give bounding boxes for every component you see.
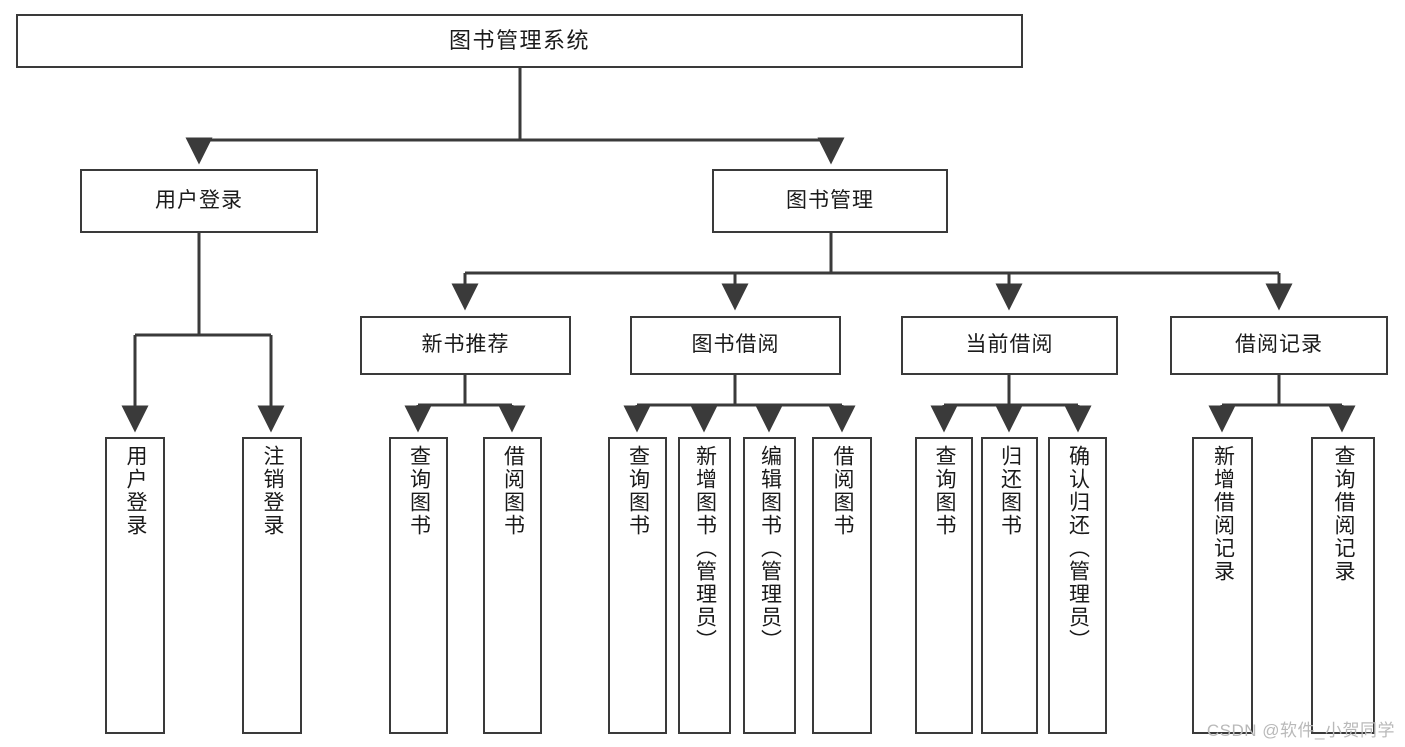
node-new-book-recommend[interactable]: 新书推荐	[360, 316, 571, 375]
leaf-book-borrow-borrow-book[interactable]: 借阅图书	[812, 437, 872, 734]
node-label: 查询图书	[407, 445, 431, 537]
node-label: 查询图书	[933, 445, 957, 537]
leaf-borrow-record-query-record[interactable]: 查询借阅记录	[1311, 437, 1375, 734]
leaf-book-borrow-add-book-admin[interactable]: 新增图书（管理员）	[678, 437, 731, 734]
leaf-current-borrow-return-book[interactable]: 归还图书	[981, 437, 1038, 734]
leaf-borrow-record-add-record[interactable]: 新增借阅记录	[1192, 437, 1253, 734]
node-label: 当前借阅	[965, 333, 1054, 357]
leaf-new-book-borrow-book[interactable]: 借阅图书	[483, 437, 542, 734]
node-label: 编辑图书（管理员）	[758, 445, 782, 652]
node-label: 查询借阅记录	[1332, 445, 1356, 583]
node-book-management[interactable]: 图书管理	[712, 169, 948, 233]
node-user-login[interactable]: 用户登录	[80, 169, 318, 233]
node-borrow-record[interactable]: 借阅记录	[1170, 316, 1388, 375]
leaf-book-borrow-query-book[interactable]: 查询图书	[608, 437, 667, 734]
leaf-user-login-login[interactable]: 用户登录	[105, 437, 165, 734]
node-label: 借阅图书	[501, 445, 525, 537]
node-label: 新增借阅记录	[1211, 445, 1235, 583]
node-label: 借阅图书	[831, 445, 855, 537]
node-label: 用户登录	[155, 188, 243, 212]
node-label: 归还图书	[998, 445, 1022, 537]
node-label: 图书借阅	[691, 333, 780, 357]
node-current-borrow[interactable]: 当前借阅	[901, 316, 1118, 375]
node-label: 注销登录	[261, 445, 285, 537]
leaf-current-borrow-query-book[interactable]: 查询图书	[915, 437, 973, 734]
node-label: 查询图书	[626, 445, 650, 537]
node-label: 新增图书（管理员）	[693, 445, 717, 652]
node-label: 借阅记录	[1235, 333, 1323, 357]
node-label: 图书管理	[786, 188, 874, 212]
leaf-current-borrow-confirm-return-admin[interactable]: 确认归还（管理员）	[1048, 437, 1107, 734]
node-book-borrow[interactable]: 图书借阅	[630, 316, 841, 375]
node-label: 用户登录	[124, 445, 148, 537]
node-root-book-management-system[interactable]: 图书管理系统	[16, 14, 1023, 68]
leaf-new-book-query-book[interactable]: 查询图书	[389, 437, 448, 734]
node-label: 新书推荐	[421, 333, 510, 357]
leaf-book-borrow-edit-book-admin[interactable]: 编辑图书（管理员）	[743, 437, 796, 734]
node-label: 图书管理系统	[448, 28, 590, 54]
node-label: 确认归还（管理员）	[1066, 445, 1090, 652]
watermark-text: CSDN @软件_小贺同学	[1206, 721, 1395, 740]
leaf-user-login-logout[interactable]: 注销登录	[242, 437, 302, 734]
